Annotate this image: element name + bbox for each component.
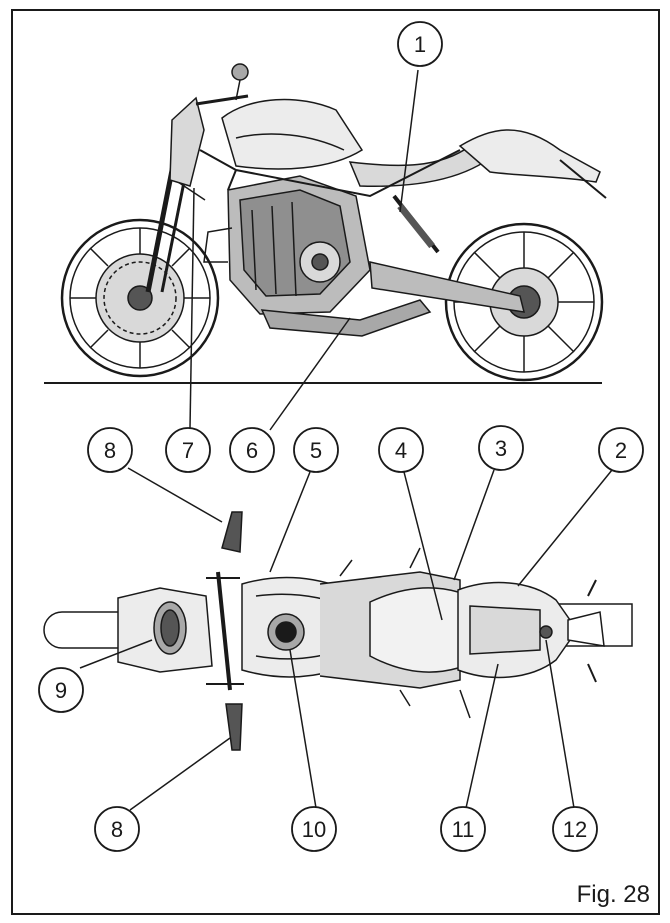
callout-10: 10 — [291, 806, 337, 852]
callout-8-upper: 8 — [87, 427, 133, 473]
callout-8-lower: 8 — [94, 806, 140, 852]
front-wheel — [60, 218, 220, 378]
callout-12: 12 — [552, 806, 598, 852]
figure-frame — [11, 9, 660, 915]
swingarm — [369, 261, 526, 313]
engine — [203, 175, 371, 315]
mirror-lower — [225, 703, 243, 751]
svg-text:7: 7 — [182, 438, 194, 463]
callout-7: 7 — [165, 427, 211, 473]
svg-text:12: 12 — [563, 817, 587, 842]
callout-9: 9 — [38, 667, 84, 713]
svg-text:9: 9 — [55, 678, 67, 703]
svg-text:6: 6 — [246, 438, 258, 463]
svg-text:1: 1 — [414, 32, 426, 57]
headlight-handlebar — [169, 63, 249, 187]
svg-text:5: 5 — [310, 438, 322, 463]
callout-11: 11 — [440, 806, 486, 852]
callout-6: 6 — [229, 427, 275, 473]
svg-text:4: 4 — [395, 438, 407, 463]
tail-latch — [539, 625, 553, 639]
exhaust — [260, 299, 432, 337]
handlebar-top — [216, 571, 232, 691]
mirror-upper — [221, 511, 243, 553]
leader-lines — [79, 69, 613, 811]
top-view — [43, 511, 633, 751]
callout-4: 4 — [378, 427, 424, 473]
side-view — [44, 63, 607, 384]
callout-1: 1 — [397, 21, 443, 67]
svg-text:8: 8 — [104, 438, 116, 463]
callout-3: 3 — [478, 425, 524, 471]
svg-text:8: 8 — [111, 817, 123, 842]
svg-text:10: 10 — [302, 817, 326, 842]
callout-2: 2 — [598, 427, 644, 473]
svg-text:11: 11 — [452, 817, 475, 842]
figure-caption: Fig. 28 — [577, 881, 650, 908]
svg-text:3: 3 — [495, 436, 507, 461]
rider-seat-top — [369, 587, 471, 673]
svg-text:2: 2 — [615, 438, 627, 463]
tail-section — [458, 129, 601, 183]
fuel-tank — [221, 98, 364, 170]
callout-5: 5 — [293, 427, 339, 473]
